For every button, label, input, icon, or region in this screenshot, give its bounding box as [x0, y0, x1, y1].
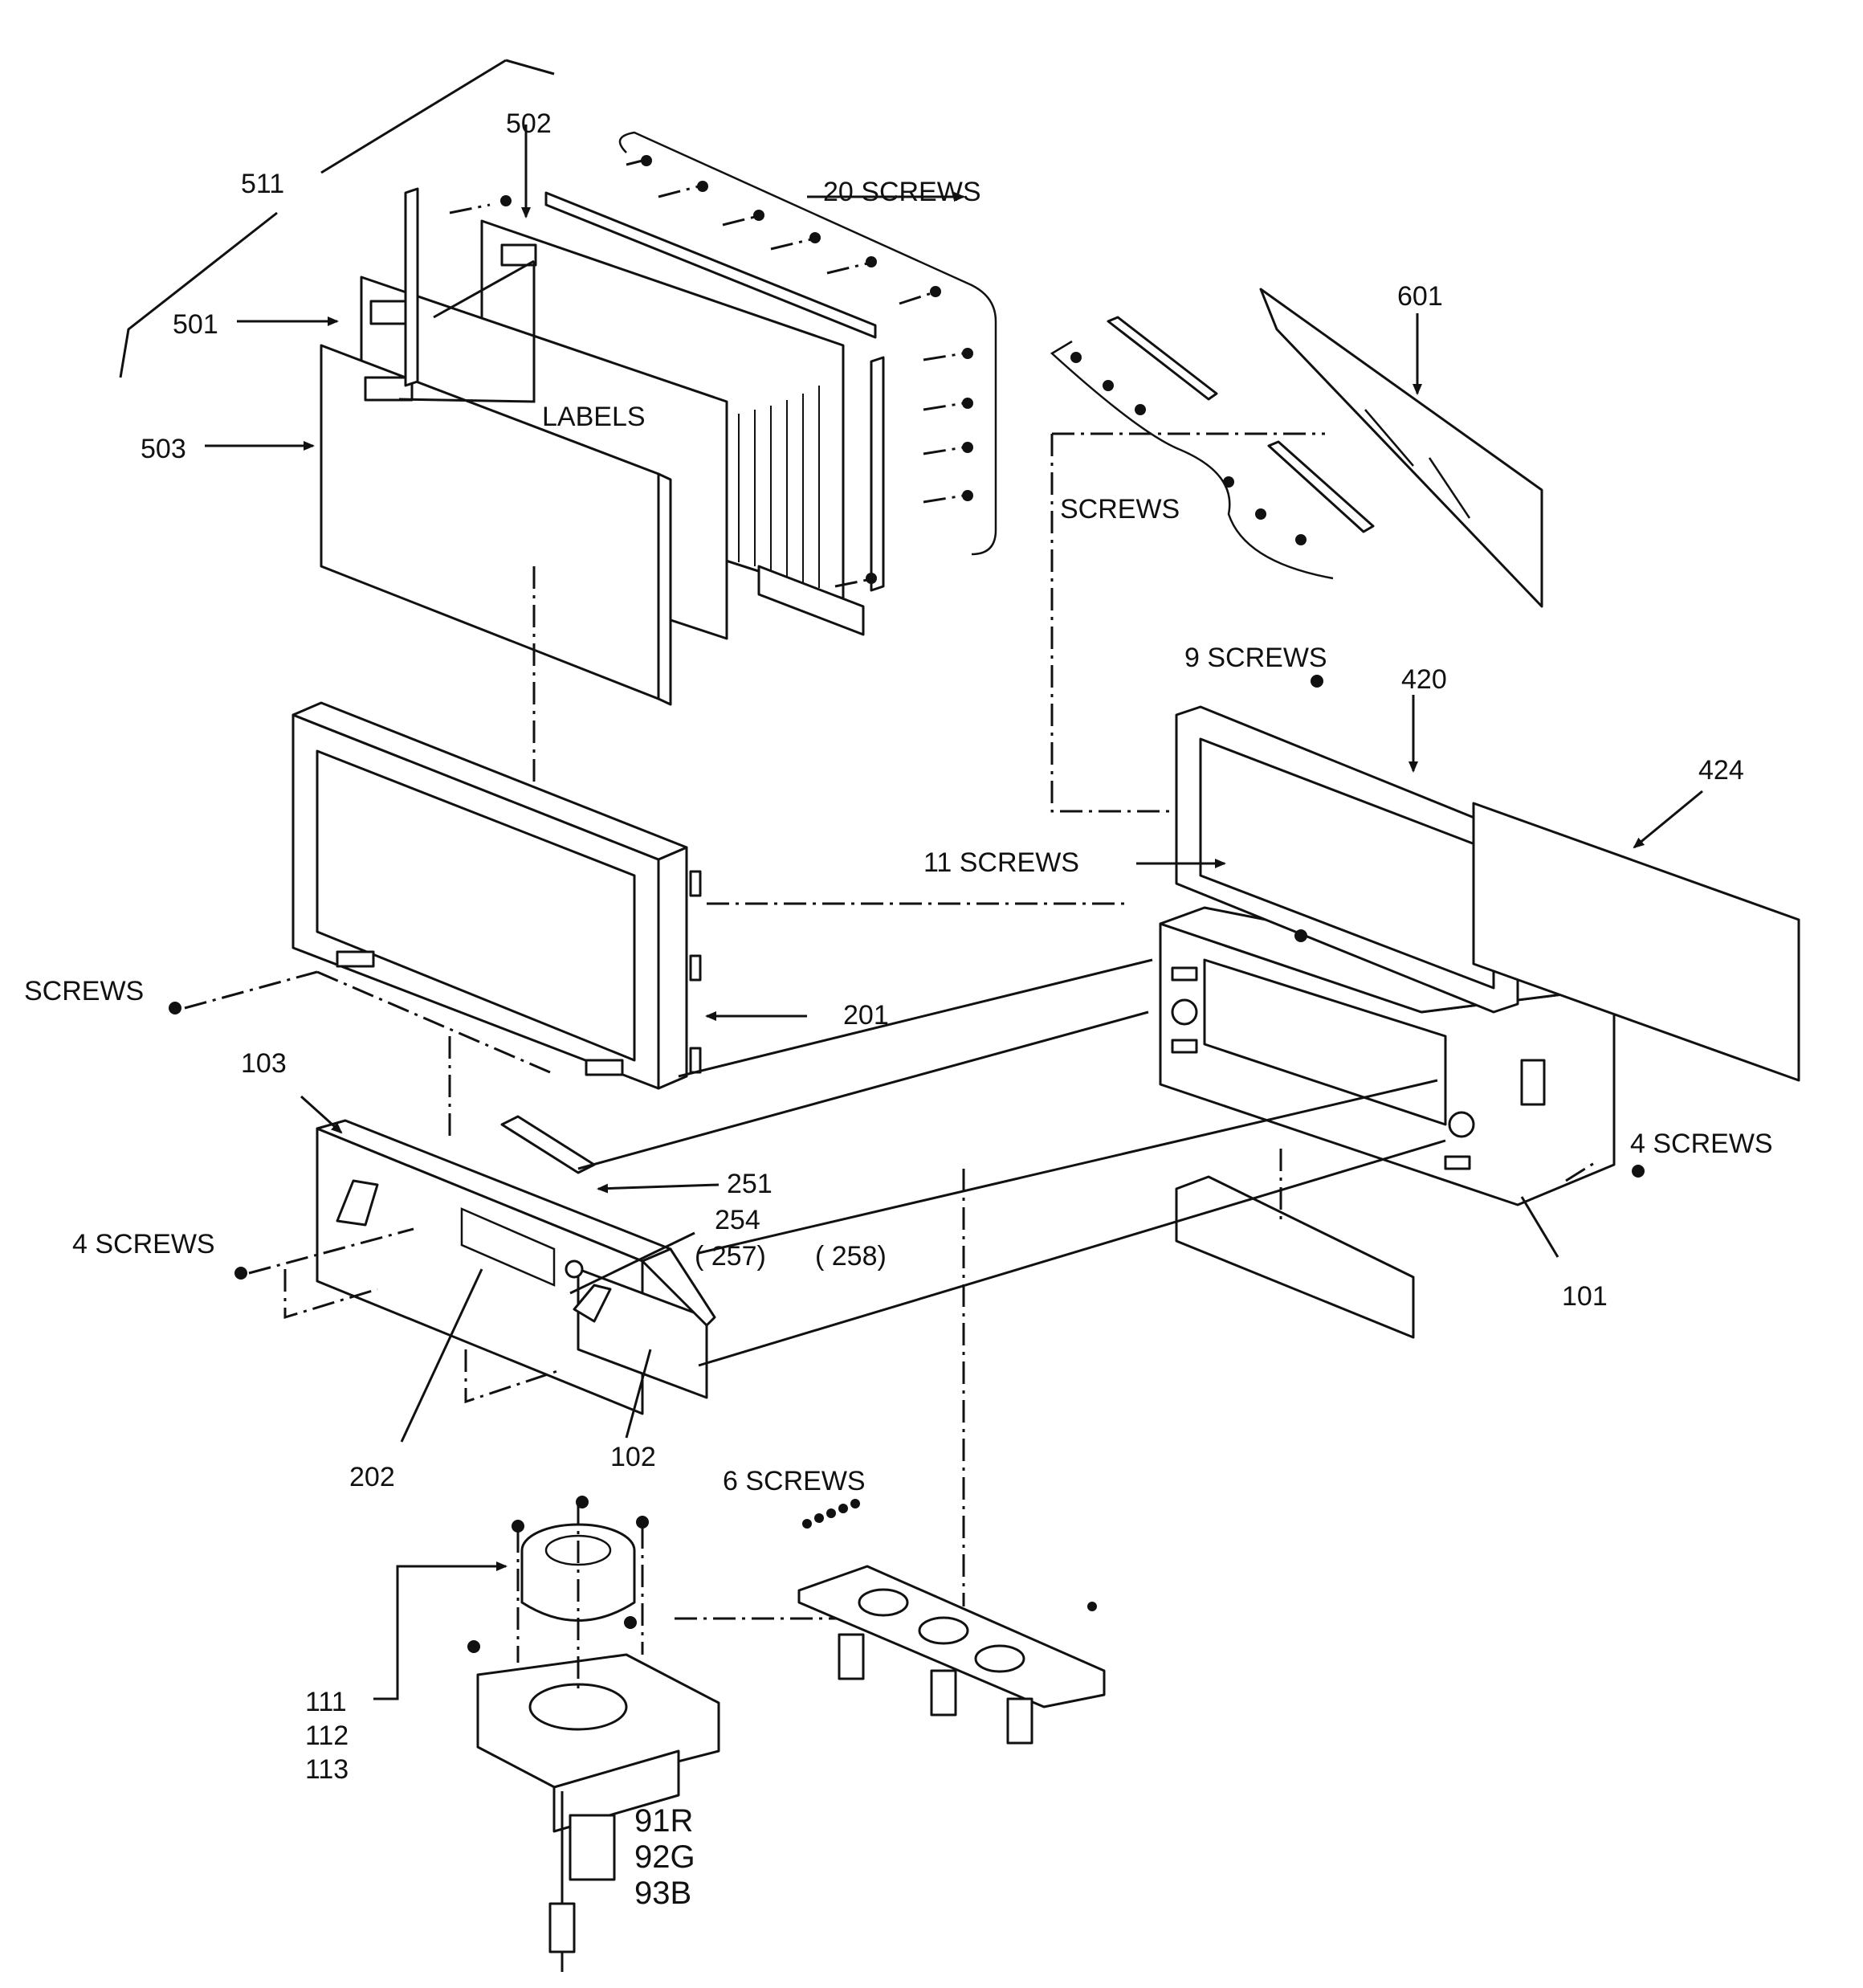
cabinet-101 — [1159, 906, 1616, 1206]
label-4-screws-right: 4 SCREWS — [1630, 1129, 1773, 1159]
front-grille — [316, 1119, 716, 1415]
label-111: 111 — [305, 1687, 347, 1717]
lens-assembly — [373, 1496, 887, 1972]
label-258: ( 258) — [815, 1241, 887, 1272]
screen-screws — [449, 131, 997, 588]
label-254: 254 — [715, 1205, 760, 1235]
label-6-screws: 6 SCREWS — [723, 1466, 866, 1496]
front-frame-201 — [291, 701, 702, 1090]
label-601: 601 — [1397, 281, 1443, 312]
base-rail — [1175, 1175, 1415, 1339]
bracket-251 — [500, 1115, 596, 1174]
grille-leaders — [300, 1095, 1559, 1443]
label-93b: 93B — [634, 1876, 691, 1911]
label-420: 420 — [1401, 664, 1447, 695]
label-201: 201 — [843, 1000, 889, 1031]
label-101: 101 — [1562, 1281, 1608, 1312]
back-panel-424 — [1472, 802, 1800, 1082]
label-103: 103 — [241, 1048, 287, 1079]
frame-420 — [1175, 705, 1519, 1014]
label-501: 501 — [173, 309, 218, 340]
label-4-screws-left: 4 SCREWS — [72, 1229, 215, 1259]
label-251: 251 — [727, 1169, 773, 1199]
label-202: 202 — [349, 1462, 395, 1492]
label-11-screws: 11 SCREWS — [923, 847, 1079, 878]
label-502: 502 — [506, 108, 552, 139]
cabinet-chain-lines — [707, 432, 1645, 1606]
label-91r: 91R — [634, 1803, 693, 1839]
label-102: 102 — [610, 1442, 656, 1472]
label-424: 424 — [1698, 755, 1744, 786]
label-labels: LABELS — [542, 402, 646, 432]
leader-424 — [1633, 790, 1703, 849]
label-503: 503 — [141, 434, 186, 464]
screen-panel-503 — [320, 344, 672, 706]
label-113: 113 — [305, 1754, 349, 1785]
label-92g: 92G — [634, 1839, 695, 1875]
left-screws — [169, 970, 563, 1404]
mirror-601 — [1259, 288, 1543, 608]
label-screws-left: SCREWS — [24, 976, 144, 1006]
connection-lines — [577, 958, 1446, 1367]
label-511: 511 — [241, 169, 284, 199]
label-leaders — [205, 125, 965, 451]
label-20-screws: 20 SCREWS — [823, 177, 981, 207]
screen-assembly-bracket — [119, 59, 555, 378]
label-screws-mirror: SCREWS — [1060, 494, 1180, 525]
label-112: 112 — [305, 1721, 349, 1751]
screen-rails — [404, 187, 885, 636]
mirror-brackets — [1050, 316, 1375, 580]
tube-mount-assembly — [797, 1499, 1106, 1745]
label-257: ( 257) — [695, 1241, 766, 1272]
label-9-screws: 9 SCREWS — [1184, 643, 1327, 673]
